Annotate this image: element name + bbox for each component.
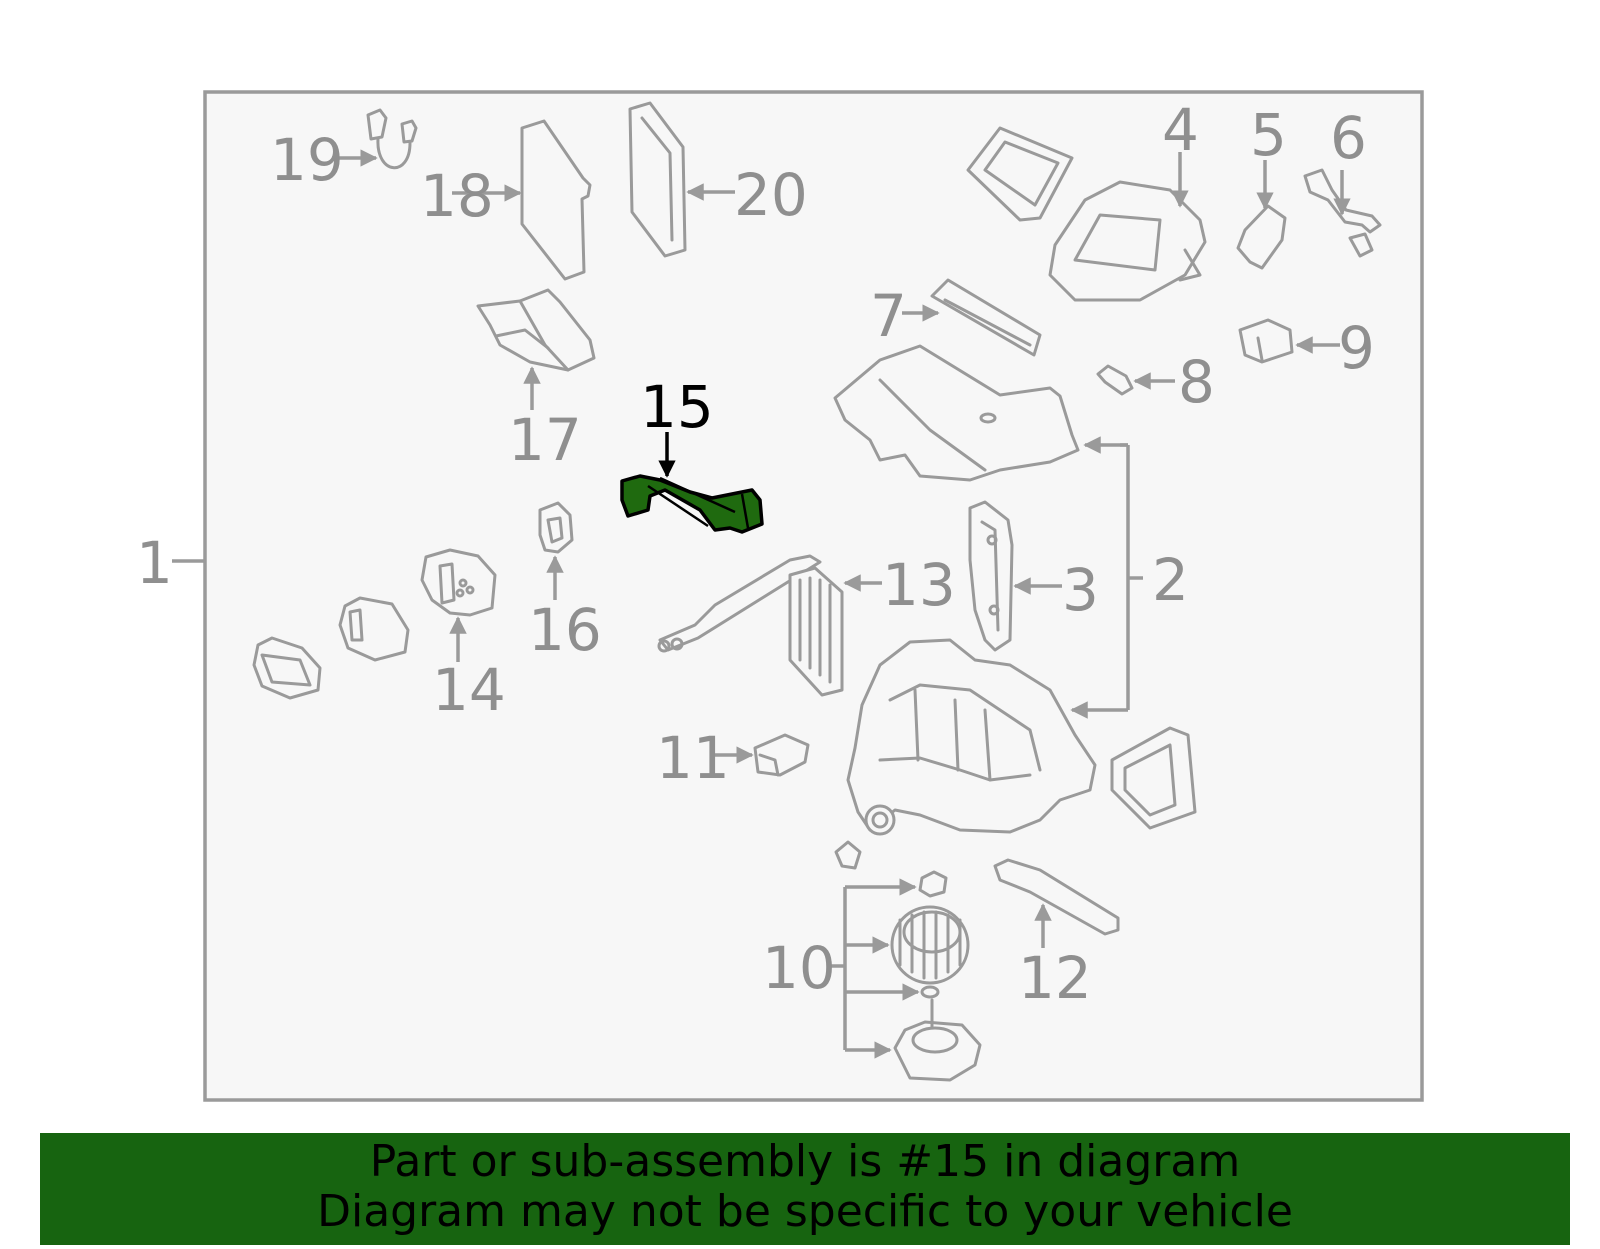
- callout-label: 9: [1338, 314, 1375, 382]
- callout-label: 7: [870, 282, 907, 350]
- part-16-grommet[interactable]: 16: [528, 501, 602, 664]
- callout-label: 11: [656, 724, 730, 792]
- callout-label: 12: [1018, 944, 1092, 1012]
- part-15-highlighted-pipe[interactable]: 15: [620, 373, 764, 534]
- part-19-wire-connector[interactable]: 19: [270, 108, 418, 194]
- callout-label: 4: [1162, 96, 1199, 164]
- callout-label: 3: [1062, 556, 1099, 624]
- footer-line-1: Part or sub-assembly is #15 in diagram: [369, 1136, 1241, 1187]
- callout-label: 15: [640, 373, 714, 441]
- callout-label: 19: [270, 126, 344, 194]
- callout-label: 18: [420, 162, 494, 230]
- part-20-cabin-filter[interactable]: 20: [628, 101, 808, 258]
- part-10-blower-motor[interactable]: 10: [762, 870, 982, 1082]
- part-12-floor-duct[interactable]: 12: [993, 858, 1120, 1012]
- callout-label: 5: [1250, 101, 1287, 169]
- part-3-seal-bracket[interactable]: 3: [968, 500, 1099, 652]
- part-5-actuator[interactable]: 5: [1236, 101, 1287, 270]
- part-8-clip[interactable]: 8: [1096, 348, 1215, 416]
- callout-label: 10: [762, 934, 836, 1002]
- callout-label: 1: [136, 529, 173, 597]
- case-side-cover: [1110, 726, 1197, 830]
- callout-label: 8: [1178, 348, 1215, 416]
- callout-label: 6: [1330, 104, 1367, 172]
- part-14-vent-housings[interactable]: 14: [252, 548, 506, 724]
- footer-banner: Part or sub-assembly is #15 in diagram D…: [40, 1133, 1570, 1245]
- callout-label: 14: [432, 656, 506, 724]
- callout-label: 17: [508, 406, 582, 474]
- part-9-motor-actuator[interactable]: 9: [1238, 314, 1375, 382]
- callout-label: 2: [1152, 546, 1189, 614]
- part-11-sensor[interactable]: 11: [656, 724, 810, 792]
- footer-line-2: Diagram may not be specific to your vehi…: [317, 1186, 1293, 1237]
- part-4-intake-housing[interactable]: 4: [966, 96, 1207, 302]
- callout-1[interactable]: 1: [136, 529, 205, 597]
- part-18-filter-cover[interactable]: 18: [420, 119, 592, 281]
- callout-label: 13: [882, 551, 956, 619]
- part-17-air-duct[interactable]: 17: [476, 288, 596, 474]
- part-2-heater-case[interactable]: 2: [833, 344, 1189, 870]
- part-7-filter-door[interactable]: 7: [870, 278, 1042, 357]
- callout-label: 20: [734, 161, 808, 229]
- part-6-bracket[interactable]: 6: [1303, 104, 1382, 258]
- callout-label: 16: [528, 596, 602, 664]
- part-13-heater-core[interactable]: 13: [657, 551, 956, 697]
